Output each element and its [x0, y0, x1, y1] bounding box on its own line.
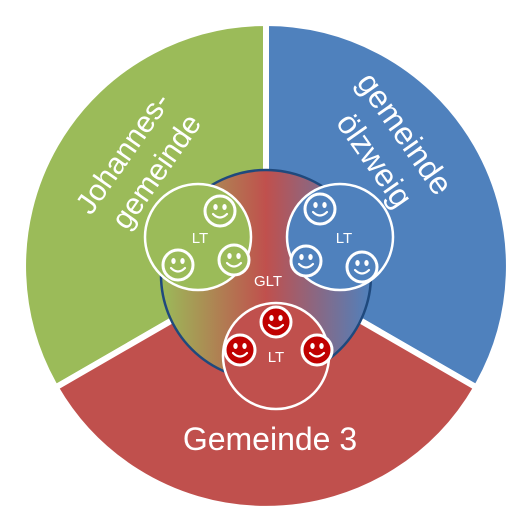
smiley-face-icon [203, 194, 237, 228]
smiley-face-icon [300, 333, 334, 367]
smiley-face-icon [217, 243, 251, 277]
smiley-face-icon [161, 248, 195, 282]
smiley-face-icon [303, 192, 337, 226]
smiley-face-icon [223, 333, 257, 367]
segment-red-label: Gemeinde 3 [183, 421, 357, 457]
team-label-blue: LT [336, 230, 352, 247]
team-label-red: LT [268, 349, 284, 366]
smiley-face-icon [345, 250, 379, 284]
glt-label: GLT [254, 273, 282, 290]
smiley-face-icon [259, 305, 293, 339]
smiley-face-icon [289, 244, 323, 278]
team-label-green: LT [192, 230, 208, 247]
